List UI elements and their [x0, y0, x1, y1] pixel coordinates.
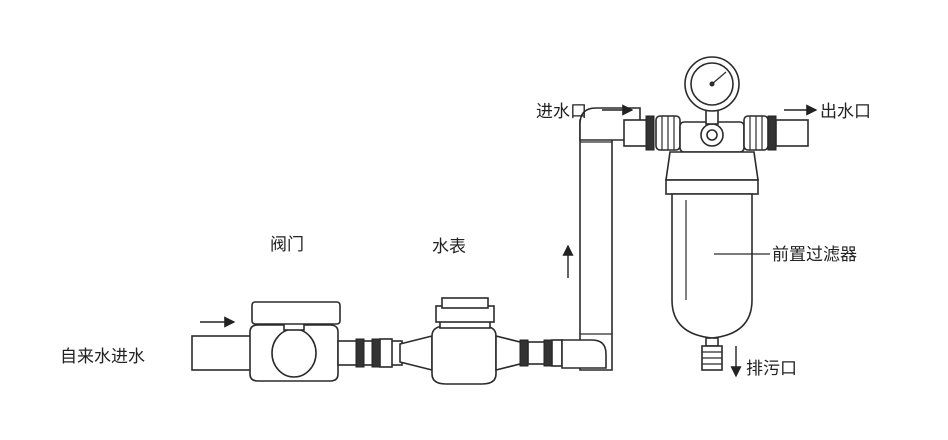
label-filter-inlet: 进水口	[536, 102, 587, 122]
label-drain: 排污口	[746, 359, 797, 379]
inlet-pipe	[191, 335, 255, 371]
pressure-gauge	[684, 56, 740, 112]
label-valve: 阀门	[270, 235, 304, 255]
filter-bowl	[665, 151, 759, 371]
valve	[249, 301, 341, 382]
riser-pipe	[561, 107, 641, 371]
filter-head	[679, 109, 745, 153]
label-filter: 前置过滤器	[772, 245, 857, 265]
filter-inlet-fitting	[623, 115, 681, 151]
label-inlet-tap: 自来水进水	[60, 347, 145, 367]
label-meter: 水表	[432, 237, 466, 257]
filter-outlet-fitting	[743, 115, 809, 151]
water-meter	[399, 297, 529, 385]
label-filter-outlet: 出水口	[820, 102, 871, 122]
pipe-valve-to-meter	[337, 338, 403, 368]
